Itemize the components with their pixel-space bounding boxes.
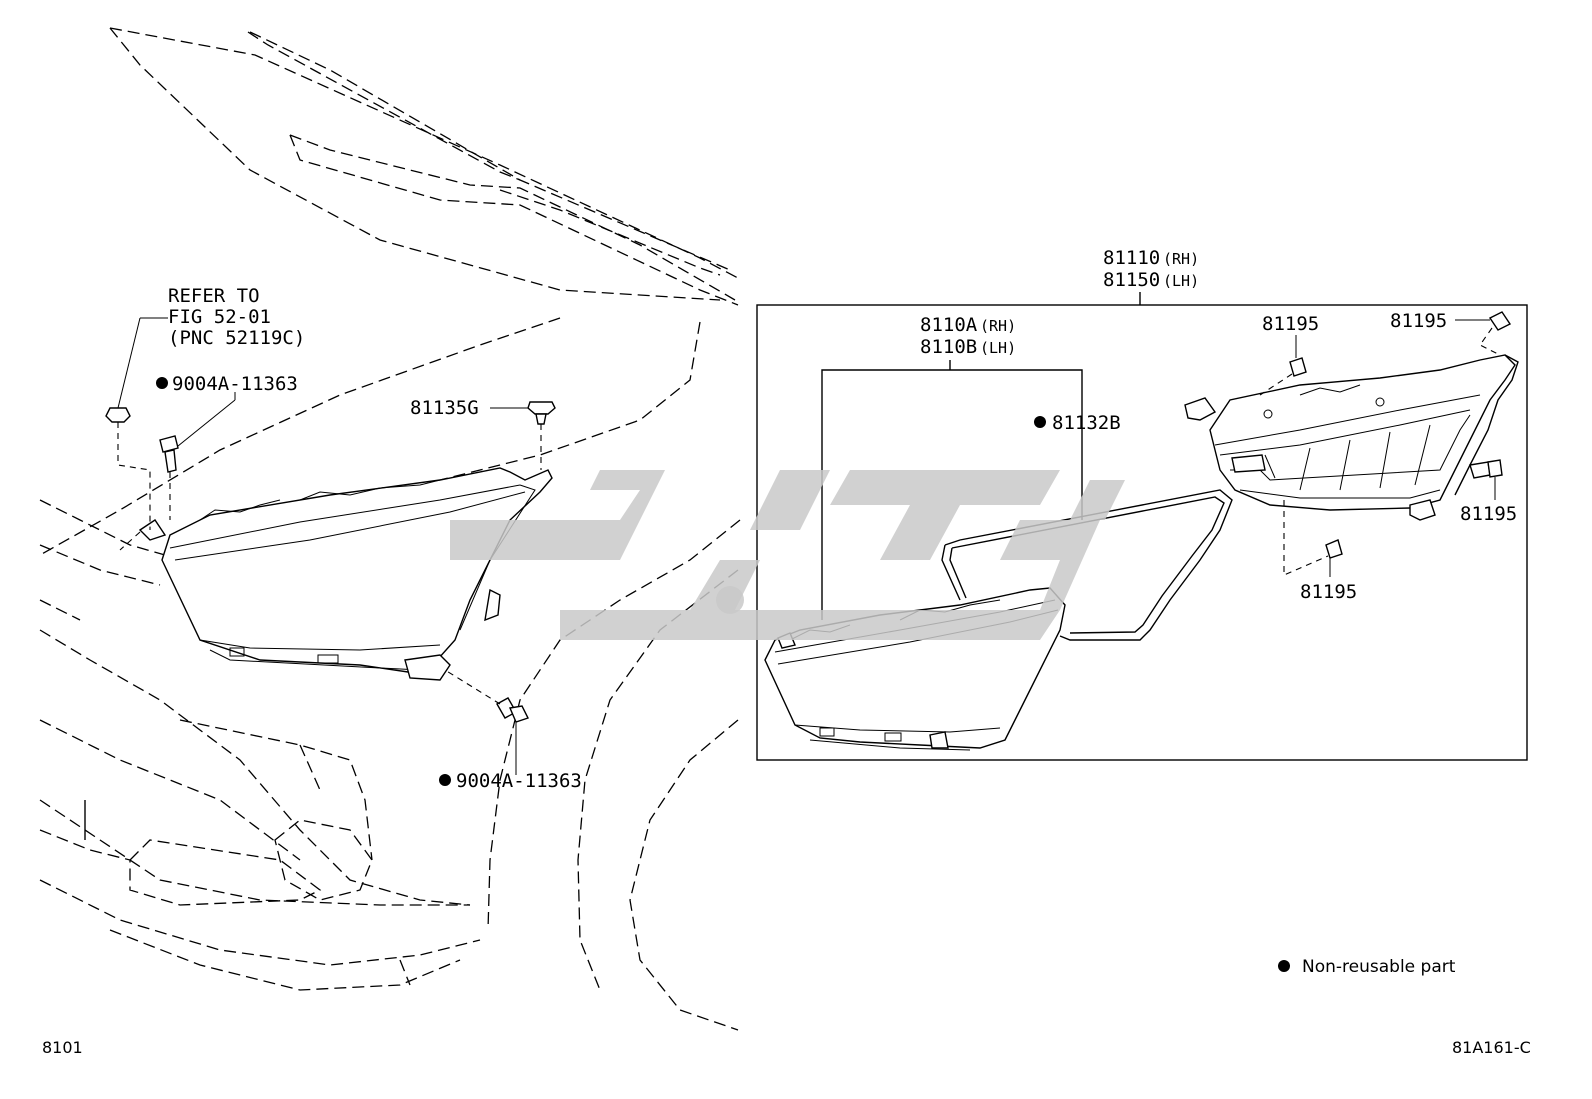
footer-figure-code: 81A161-C (1452, 1038, 1531, 1057)
label-assy-lh: 81150 (1103, 269, 1160, 291)
filled-circle-icon (156, 377, 168, 389)
headlamp-rear-view (1184, 354, 1519, 521)
label-screw-top-right: 81195 (1390, 310, 1447, 332)
refer-line-3: (PNC 52119C) (168, 327, 305, 349)
label-bolt-lower: 9004A-11363 (456, 770, 582, 792)
legend-non-reusable: Non-reusable part (1302, 957, 1456, 977)
filled-circle-icon (1034, 416, 1046, 428)
headlamp-installed (138, 467, 553, 681)
non-reusable-markers (156, 377, 1290, 972)
screws-81195 (1259, 311, 1512, 577)
refer-line-1: REFER TO (168, 285, 260, 307)
label-unit-rh: 8110A (920, 314, 978, 336)
label-assy-lh-side: (LH) (1163, 272, 1199, 290)
part-labels: REFER TO FIG 52-01 (PNC 52119C) 9004A-11… (42, 247, 1531, 1057)
watermark-logo (450, 470, 1125, 640)
label-assy-rh-side: (RH) (1163, 250, 1199, 268)
assembly-frame (756, 292, 1528, 761)
vehicle-body-outline (39, 27, 741, 1031)
label-assy-rh: 81110 (1103, 247, 1160, 269)
gasket-seal (941, 489, 1233, 641)
label-screw-bottom: 81195 (1300, 581, 1357, 603)
filled-circle-icon (1278, 960, 1290, 972)
label-clip: 81135G (410, 397, 479, 419)
label-screw-right: 81195 (1460, 503, 1517, 525)
left-fasteners (105, 317, 556, 775)
label-unit-lh: 8110B (920, 336, 977, 358)
footer-page-code: 8101 (42, 1038, 83, 1057)
label-screw-top: 81195 (1262, 313, 1319, 335)
filled-circle-icon (439, 774, 451, 786)
label-bolt-upper: 9004A-11363 (172, 373, 298, 395)
refer-line-2: FIG 52-01 (168, 306, 271, 328)
label-gasket: 81132B (1052, 412, 1121, 434)
label-unit-rh-side: (RH) (980, 317, 1016, 335)
label-unit-lh-side: (LH) (980, 339, 1016, 357)
